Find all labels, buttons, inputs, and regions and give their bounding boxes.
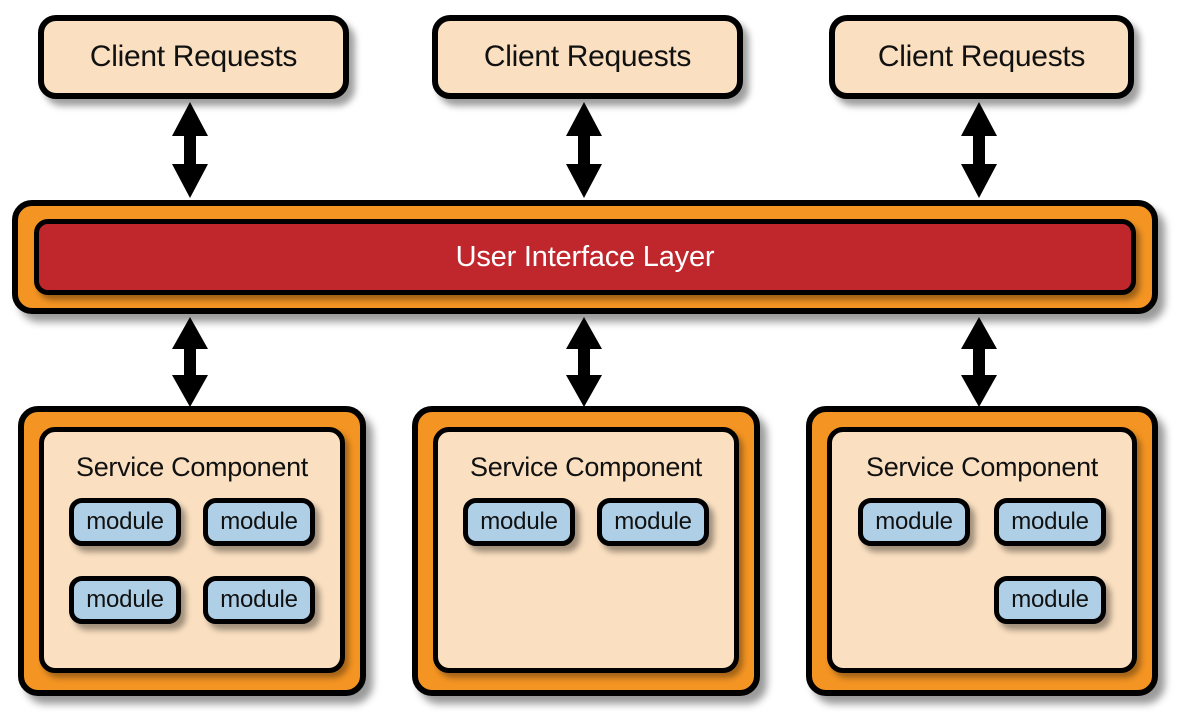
client-requests-label-3: Client Requests (877, 40, 1086, 73)
service-component-2-body: Service Component module module (433, 427, 739, 673)
arrow-ui-to-service-3 (957, 315, 1001, 409)
user-interface-layer-label: User Interface Layer (455, 240, 715, 273)
module-label: module (220, 508, 298, 535)
arrow-client-3-to-ui (957, 100, 1001, 200)
module-1-2: module (203, 498, 315, 546)
module-label: module (220, 586, 298, 613)
service-component-3-body: Service Component module module module (827, 427, 1137, 673)
arrow-client-1-to-ui (168, 100, 212, 200)
module-1-1: module (69, 498, 181, 546)
module-1-4: module (203, 576, 315, 624)
arrow-client-2-to-ui (562, 100, 606, 200)
module-label: module (1011, 508, 1089, 535)
module-label: module (875, 508, 953, 535)
client-requests-box-3: Client Requests (829, 15, 1134, 99)
module-3-2: module (994, 498, 1106, 546)
module-3-1: module (858, 498, 970, 546)
service-component-3-modules: module module module (854, 498, 1110, 624)
service-component-1: Service Component module module module m… (18, 406, 366, 696)
service-component-2-modules: module module (460, 498, 712, 546)
service-component-2: Service Component module module (412, 406, 760, 696)
module-1-3: module (69, 576, 181, 624)
module-label: module (86, 508, 164, 535)
client-requests-label-1: Client Requests (89, 40, 298, 73)
module-2-2: module (597, 498, 709, 546)
module-label: module (480, 508, 558, 535)
service-component-1-modules: module module module module (66, 498, 318, 624)
user-interface-layer: User Interface Layer (12, 200, 1158, 314)
client-requests-box-2: Client Requests (432, 15, 743, 99)
module-label: module (1011, 586, 1089, 613)
service-component-2-title: Service Component (469, 452, 703, 482)
service-component-1-title: Service Component (75, 452, 309, 482)
module-label: module (614, 508, 692, 535)
arrow-ui-to-service-1 (168, 315, 212, 409)
service-component-1-body: Service Component module module module m… (39, 427, 345, 673)
module-label: module (86, 586, 164, 613)
module-3-3: module (994, 576, 1106, 624)
service-component-3: Service Component module module module (806, 406, 1158, 696)
service-component-3-title: Service Component (865, 452, 1099, 482)
user-interface-layer-bar: User Interface Layer (34, 219, 1136, 295)
client-requests-box-1: Client Requests (38, 15, 349, 99)
module-2-1: module (463, 498, 575, 546)
arrow-ui-to-service-2 (562, 315, 606, 409)
client-requests-label-2: Client Requests (483, 40, 692, 73)
